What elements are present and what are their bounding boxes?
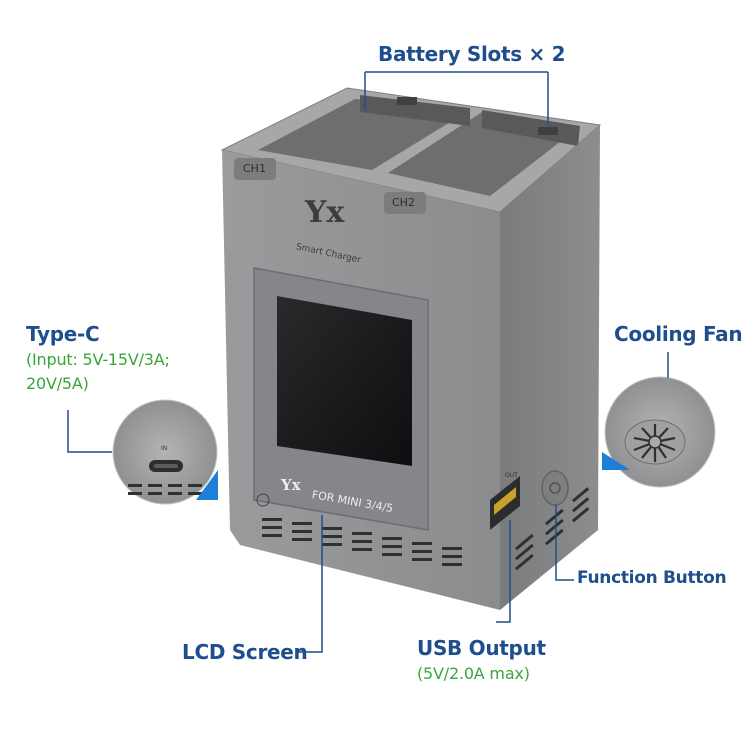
front-vents bbox=[262, 518, 462, 566]
type-c-label: Type-C bbox=[26, 322, 100, 346]
ch1-label: CH1 bbox=[243, 162, 266, 175]
ch1-tab bbox=[234, 158, 276, 180]
brand-mark-icon bbox=[256, 493, 270, 507]
lcd-screen bbox=[277, 296, 412, 466]
function-button-label: Function Button bbox=[577, 568, 727, 588]
type-c-spec-line1: (Input: 5V-15V/3A; bbox=[26, 350, 170, 369]
battery-slots-label: Battery Slots × 2 bbox=[378, 42, 566, 66]
function-button-shape bbox=[541, 470, 569, 506]
lcd-screen-leader bbox=[296, 515, 323, 653]
ch2-tab bbox=[384, 192, 426, 214]
lcd-screen-label: LCD Screen bbox=[182, 640, 308, 664]
usb-output-label: USB Output bbox=[417, 636, 546, 660]
type-c-zoom-circle bbox=[112, 399, 218, 505]
cooling-fan-pointer bbox=[602, 452, 630, 470]
usb-output-spec: (5V/2.0A max) bbox=[417, 664, 530, 683]
model-logo: Yx bbox=[281, 476, 301, 494]
type-c-pointer bbox=[196, 470, 218, 500]
cooling-fan-label: Cooling Fan bbox=[614, 322, 743, 346]
brand-logo: Yx bbox=[305, 195, 345, 230]
type-c-spec-line2: 20V/5A) bbox=[26, 374, 89, 393]
type-c-leader bbox=[67, 410, 112, 453]
out-port-label: OUT bbox=[505, 472, 518, 479]
side-vents bbox=[515, 487, 590, 571]
function-button-leader bbox=[555, 505, 574, 581]
side-face bbox=[500, 125, 600, 610]
usb-output-leader bbox=[496, 520, 511, 623]
ch2-label: CH2 bbox=[392, 196, 415, 209]
in-port-label: IN bbox=[161, 445, 168, 452]
